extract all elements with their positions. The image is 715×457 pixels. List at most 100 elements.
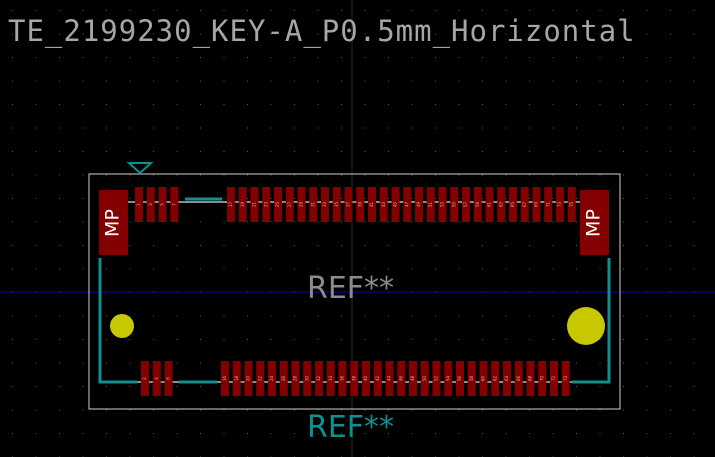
- pad-53[interactable]: 53: [438, 187, 447, 222]
- pad-number: 19: [240, 202, 245, 208]
- pad-51[interactable]: 51: [426, 187, 435, 222]
- pad-72[interactable]: 72: [550, 361, 558, 396]
- mounting-pad-right[interactable]: MP: [580, 190, 609, 255]
- pad-number: 25: [275, 202, 280, 208]
- pad-70[interactable]: 70: [538, 361, 547, 396]
- pad-52[interactable]: 52: [432, 361, 441, 396]
- pad-65[interactable]: 65: [509, 187, 517, 222]
- pad-45[interactable]: 45: [391, 187, 400, 222]
- pad-number: 3: [148, 203, 153, 206]
- pad-73[interactable]: 73: [556, 187, 564, 222]
- pad-44[interactable]: 44: [385, 361, 394, 396]
- pad-49[interactable]: 49: [415, 187, 423, 222]
- pad-number: 26: [281, 376, 286, 382]
- pad-number: 29: [299, 202, 304, 208]
- silkscreen-outline: [98, 197, 611, 384]
- pad-47[interactable]: 47: [403, 187, 412, 222]
- pad-26[interactable]: 26: [279, 361, 288, 396]
- pad-3[interactable]: 3: [146, 187, 155, 222]
- pad-35[interactable]: 35: [332, 187, 341, 222]
- pad-number: 20: [246, 376, 251, 382]
- pad-16[interactable]: 16: [221, 361, 229, 396]
- pad-number: 41: [369, 202, 374, 208]
- pad-54[interactable]: 54: [444, 361, 453, 396]
- pad-number: 68: [528, 376, 533, 382]
- pad-29[interactable]: 29: [297, 187, 306, 222]
- pad-number: 31: [310, 202, 315, 208]
- pad-number: 52: [434, 376, 439, 382]
- pad-71[interactable]: 71: [544, 187, 553, 222]
- pad-25[interactable]: 25: [274, 187, 282, 222]
- reference-fab: REF**: [307, 271, 395, 306]
- pad-48[interactable]: 48: [409, 361, 417, 396]
- pad-68[interactable]: 68: [526, 361, 535, 396]
- pad-2[interactable]: 2: [141, 361, 149, 396]
- pad-74[interactable]: 74: [561, 361, 570, 396]
- pad-34[interactable]: 34: [326, 361, 335, 396]
- pad-62[interactable]: 62: [491, 361, 500, 396]
- mounting-pad-left[interactable]: MP: [99, 190, 128, 255]
- pad-5[interactable]: 5: [158, 187, 167, 222]
- pad-42[interactable]: 42: [373, 361, 382, 396]
- pad-69[interactable]: 69: [532, 187, 541, 222]
- pad-41[interactable]: 41: [368, 187, 376, 222]
- pad-38[interactable]: 38: [350, 361, 359, 396]
- pad-1[interactable]: 1: [135, 187, 143, 222]
- pad-63[interactable]: 63: [497, 187, 506, 222]
- pad-57[interactable]: 57: [462, 187, 470, 222]
- pad-30[interactable]: 30: [303, 361, 312, 396]
- pin1-marker-icon: [126, 162, 154, 175]
- pad-21[interactable]: 21: [250, 187, 259, 222]
- pad-64[interactable]: 64: [503, 361, 511, 396]
- pad-20[interactable]: 20: [244, 361, 253, 396]
- pad-75[interactable]: 75: [567, 187, 576, 222]
- pad-24[interactable]: 24: [268, 361, 276, 396]
- pad-50[interactable]: 50: [420, 361, 429, 396]
- pad-67[interactable]: 67: [520, 187, 529, 222]
- pad-number: 5: [160, 203, 165, 206]
- pad-36[interactable]: 36: [338, 361, 347, 396]
- pad-32[interactable]: 32: [315, 361, 323, 396]
- pad-31[interactable]: 31: [309, 187, 318, 222]
- pad-46[interactable]: 46: [397, 361, 406, 396]
- pad-60[interactable]: 60: [479, 361, 488, 396]
- npth-hole-left[interactable]: [110, 314, 134, 338]
- pad-number: 62: [492, 376, 497, 382]
- pad-37[interactable]: 37: [344, 187, 353, 222]
- pad-number: 59: [475, 202, 480, 208]
- courtyard-outline: [88, 173, 621, 410]
- pad-number: 45: [393, 202, 398, 208]
- pad-number: 34: [328, 376, 333, 382]
- pad-number: 39: [357, 202, 362, 208]
- pad-number: 35: [334, 202, 339, 208]
- pad-number: 21: [252, 202, 257, 208]
- pad-number: 75: [569, 202, 574, 208]
- pad-39[interactable]: 39: [356, 187, 365, 222]
- pad-55[interactable]: 55: [450, 187, 459, 222]
- pad-4[interactable]: 4: [152, 361, 161, 396]
- pad-number: 50: [422, 376, 427, 382]
- pad-6[interactable]: 6: [164, 361, 173, 396]
- pad-22[interactable]: 22: [256, 361, 265, 396]
- pad-19[interactable]: 19: [238, 187, 247, 222]
- pad-40[interactable]: 40: [362, 361, 370, 396]
- pad-43[interactable]: 43: [379, 187, 388, 222]
- pad-18[interactable]: 18: [232, 361, 241, 396]
- pad-27[interactable]: 27: [285, 187, 294, 222]
- pad-61[interactable]: 61: [485, 187, 494, 222]
- pad-number: 60: [481, 376, 486, 382]
- pad-56[interactable]: 56: [456, 361, 464, 396]
- pad-33[interactable]: 33: [321, 187, 329, 222]
- pad-59[interactable]: 59: [473, 187, 482, 222]
- pad-28[interactable]: 28: [291, 361, 300, 396]
- pad-number: 48: [410, 376, 415, 382]
- pad-23[interactable]: 23: [262, 187, 271, 222]
- npth-hole-right[interactable]: [567, 307, 605, 345]
- pad-66[interactable]: 66: [514, 361, 523, 396]
- pad-17[interactable]: 17: [227, 187, 235, 222]
- pad-58[interactable]: 58: [467, 361, 476, 396]
- pad-number: 63: [498, 202, 503, 208]
- pad-number: 37: [346, 202, 351, 208]
- pad-7[interactable]: 7: [170, 187, 179, 222]
